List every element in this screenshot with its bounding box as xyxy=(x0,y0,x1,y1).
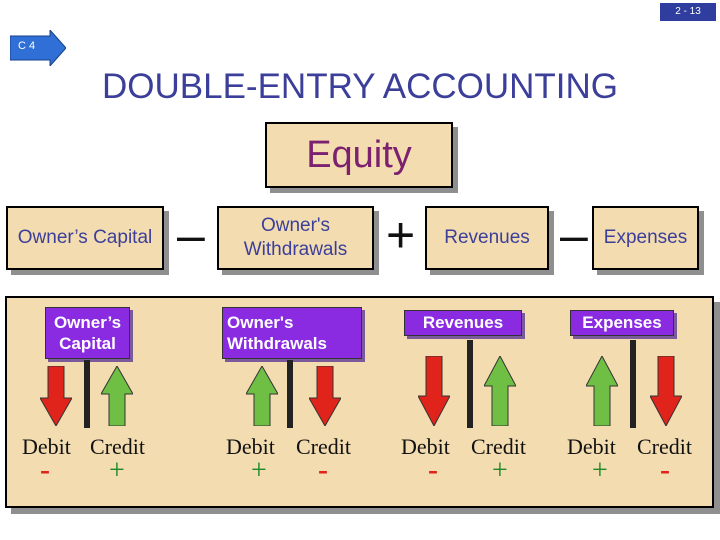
account-label-revenues: Revenues xyxy=(404,310,522,336)
chapter-tag-label: C 4 xyxy=(18,40,36,52)
page-title: DOUBLE-ENTRY ACCOUNTING xyxy=(0,67,720,107)
debit-label: Debit xyxy=(226,434,275,459)
page-title-text: DOUBLE-ENTRY ACCOUNTING xyxy=(101,67,618,106)
debit-sign: - xyxy=(428,453,438,486)
debit-sign: + xyxy=(251,455,267,486)
arrow-up-icon xyxy=(484,356,516,426)
arrow-up-icon xyxy=(246,366,278,426)
plus-operator: + xyxy=(386,207,416,263)
arrow-up-icon xyxy=(586,356,618,426)
arrow-down-icon xyxy=(650,356,682,426)
arrow-down-icon xyxy=(40,366,72,426)
t-account-divider xyxy=(467,340,473,428)
slide-number: 2 - 13 xyxy=(660,3,716,21)
debit-label: Debit xyxy=(567,434,616,459)
t-account-divider xyxy=(84,360,90,428)
credit-sign: - xyxy=(318,453,328,486)
account-label-expenses: Expenses xyxy=(570,310,674,336)
arrow-up-icon xyxy=(101,366,133,426)
arrow-right-icon xyxy=(10,30,66,66)
chapter-tag: C 4 xyxy=(10,30,66,66)
credit-label: Credit xyxy=(637,434,692,459)
credit-label: Credit xyxy=(471,434,526,459)
equity-box: Equity xyxy=(265,122,453,188)
equation-expenses: Expenses xyxy=(592,206,699,270)
arrow-down-icon xyxy=(418,356,450,426)
debit-sign: - xyxy=(40,453,50,486)
credit-label: Credit xyxy=(90,434,145,459)
equation-revenues: Revenues xyxy=(425,206,549,270)
t-account-divider xyxy=(630,340,636,428)
credit-sign: - xyxy=(660,453,670,486)
account-label-owners-withdrawals: Owner's Withdrawals xyxy=(222,307,362,359)
debit-sign: + xyxy=(592,455,608,486)
credit-sign: + xyxy=(109,455,125,486)
equation-owners-withdrawals: Owner's Withdrawals xyxy=(217,206,374,270)
equation-owners-capital: Owner’s Capital xyxy=(6,206,164,270)
credit-sign: + xyxy=(492,455,508,486)
arrow-down-icon xyxy=(309,366,341,426)
t-account-divider xyxy=(287,360,293,428)
credit-label: Credit xyxy=(296,434,351,459)
minus-operator: – xyxy=(177,207,205,263)
debit-label: Debit xyxy=(401,434,450,459)
debit-label: Debit xyxy=(22,434,71,459)
minus-operator-2: – xyxy=(560,207,588,263)
account-label-owners-capital: Owner’s Capital xyxy=(45,307,130,359)
